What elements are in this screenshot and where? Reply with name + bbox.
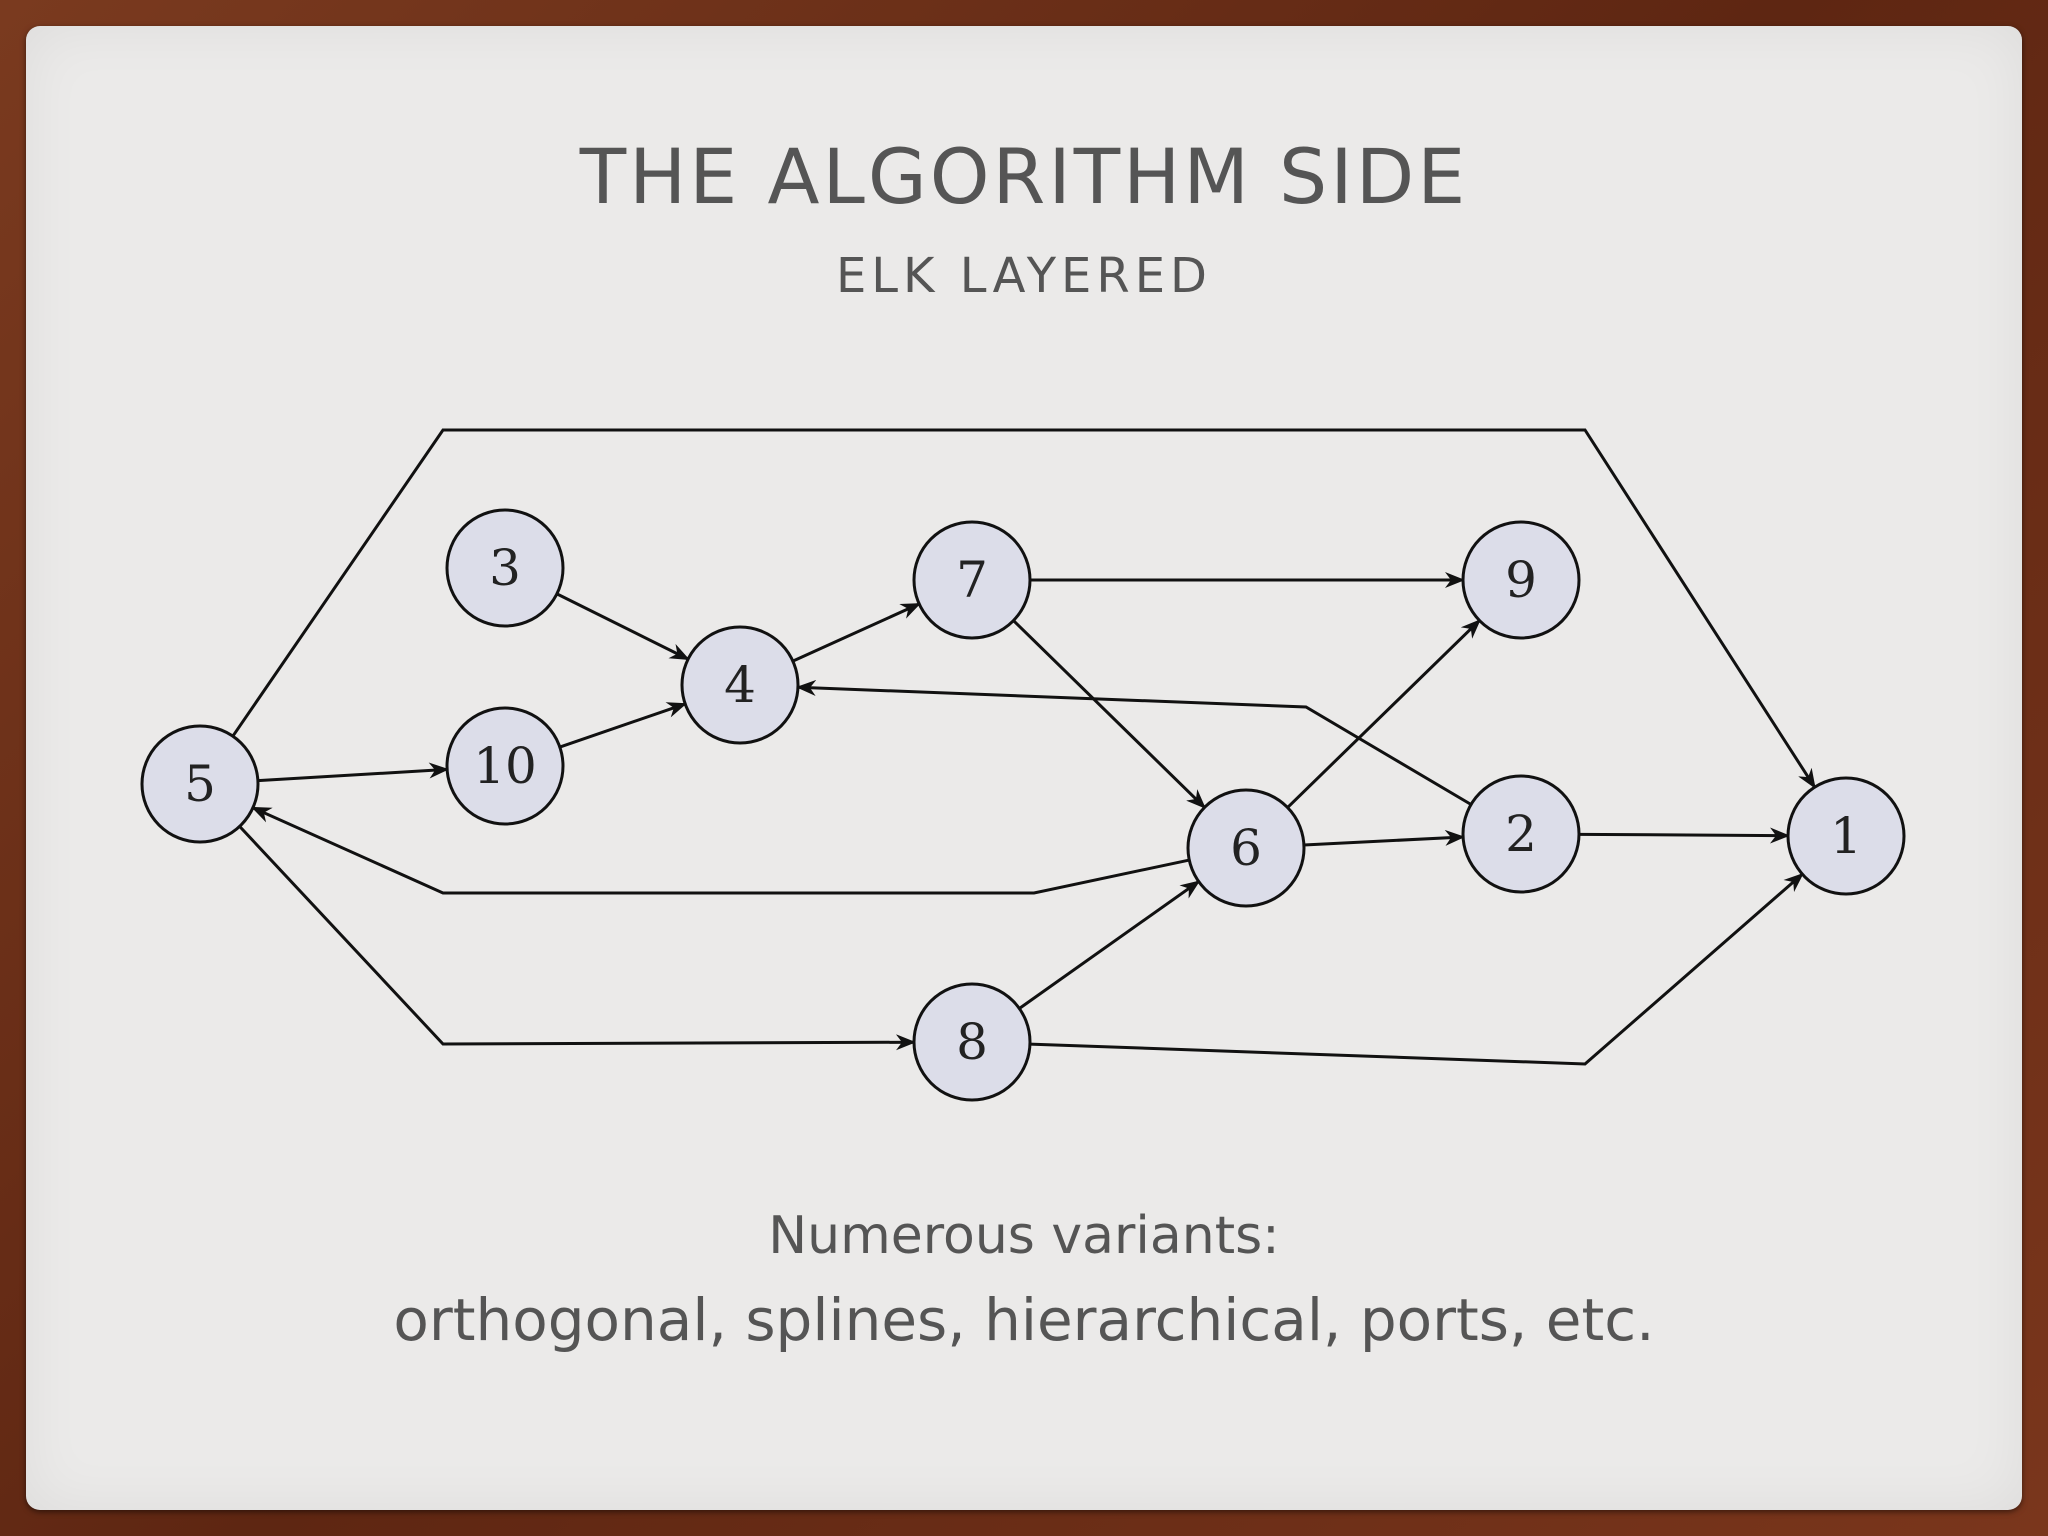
edge-5-to-1 bbox=[231, 428, 1816, 789]
node-label: 4 bbox=[724, 656, 756, 714]
node-4: 4 bbox=[680, 625, 800, 745]
node-label: 9 bbox=[1505, 551, 1537, 609]
node-label: 8 bbox=[956, 1013, 988, 1071]
node-8: 8 bbox=[912, 982, 1032, 1102]
slide: THE ALGORITHM SIDE ELK LAYERED Numerous … bbox=[26, 26, 2022, 1510]
edge-8-to-6 bbox=[1018, 880, 1201, 1010]
node-9: 9 bbox=[1461, 520, 1581, 640]
edge-5-to-10 bbox=[257, 762, 450, 783]
node-label: 5 bbox=[184, 755, 216, 813]
node-10: 10 bbox=[445, 706, 565, 826]
edge-6-to-2 bbox=[1303, 829, 1466, 847]
caption-heading: Numerous variants: bbox=[768, 1206, 1280, 1266]
node-label: 10 bbox=[473, 737, 537, 795]
node-circle bbox=[445, 706, 565, 826]
node-circle bbox=[912, 520, 1032, 640]
slide-title: THE ALGORITHM SIDE bbox=[579, 132, 1469, 221]
node-circle bbox=[1786, 776, 1906, 896]
node-circle bbox=[680, 625, 800, 745]
caption-variants: orthogonal, splines, hierarchical, ports… bbox=[393, 1286, 1655, 1354]
node-label: 6 bbox=[1230, 819, 1262, 877]
slide-subtitle: ELK LAYERED bbox=[835, 248, 1213, 304]
node-1: 1 bbox=[1786, 776, 1906, 896]
edge-2-to-4 bbox=[795, 679, 1472, 806]
edge-5-to-8 bbox=[238, 825, 917, 1051]
edge-8-to-1 bbox=[1029, 872, 1804, 1066]
node-3: 3 bbox=[445, 508, 565, 628]
edge-6-to-9 bbox=[1286, 619, 1481, 809]
edge-2-to-1 bbox=[1578, 827, 1791, 844]
node-circle bbox=[1461, 520, 1581, 640]
node-7: 7 bbox=[912, 520, 1032, 640]
node-circle bbox=[1186, 788, 1306, 908]
node-label: 2 bbox=[1505, 805, 1537, 863]
nodes-layer: 5 3 10 4 7 8 6 9 2 1 bbox=[140, 508, 1906, 1102]
node-label: 1 bbox=[1830, 807, 1862, 865]
node-2: 2 bbox=[1461, 774, 1581, 894]
edge-4-to-7 bbox=[792, 602, 921, 663]
node-circle bbox=[1461, 774, 1581, 894]
node-6: 6 bbox=[1186, 788, 1306, 908]
edges-layer bbox=[231, 428, 1816, 1066]
node-circle bbox=[140, 724, 260, 844]
edge-7-to-6 bbox=[1012, 619, 1206, 809]
edge-6-to-5 bbox=[251, 806, 1190, 895]
edge-10-to-4 bbox=[559, 702, 688, 749]
node-circle bbox=[912, 982, 1032, 1102]
node-label: 7 bbox=[956, 551, 988, 609]
node-label: 3 bbox=[489, 539, 521, 597]
node-circle bbox=[445, 508, 565, 628]
node-5: 5 bbox=[140, 724, 260, 844]
edge-3-to-4 bbox=[556, 592, 690, 661]
